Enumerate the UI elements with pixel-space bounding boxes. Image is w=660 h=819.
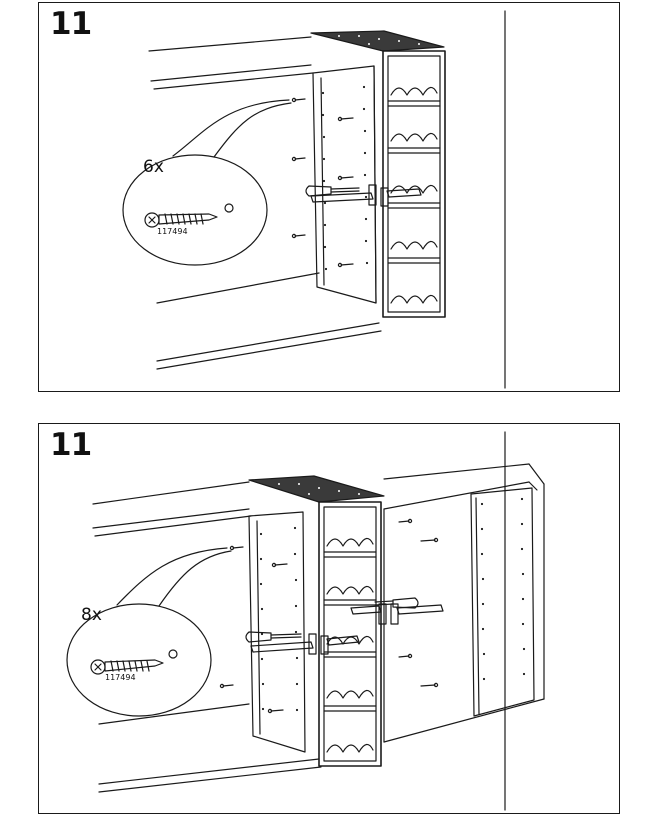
instruction-step-panel-bottom: 11 — [38, 423, 620, 814]
screw-callout — [66, 547, 232, 717]
wine-rack-icon — [310, 30, 446, 318]
screwdriver-icon — [245, 597, 419, 643]
shelf-pin-holes — [259, 497, 526, 712]
quantity-label: 6x — [143, 157, 164, 177]
wine-rack-icon — [248, 475, 385, 767]
shelf-pin-holes — [321, 85, 369, 271]
step-number: 11 — [50, 427, 92, 463]
instruction-step-panel-top: 11 — [38, 2, 620, 392]
step-number: 11 — [50, 6, 92, 42]
quantity-label: 8x — [81, 605, 102, 625]
screw-icon — [291, 97, 354, 268]
screw-callout — [122, 99, 292, 266]
assembly-illustration-bottom — [66, 431, 545, 811]
part-number-label: 117494 — [157, 227, 188, 236]
cabinet-outline — [148, 36, 382, 370]
screwdriver-icon — [305, 185, 360, 197]
cabinet-outline — [92, 463, 545, 793]
part-number-label: 117494 — [105, 673, 136, 682]
clamp-icon — [310, 184, 422, 207]
assembly-illustration-top — [122, 10, 506, 389]
screw-icon — [219, 518, 439, 714]
clamp-icon — [250, 603, 444, 655]
